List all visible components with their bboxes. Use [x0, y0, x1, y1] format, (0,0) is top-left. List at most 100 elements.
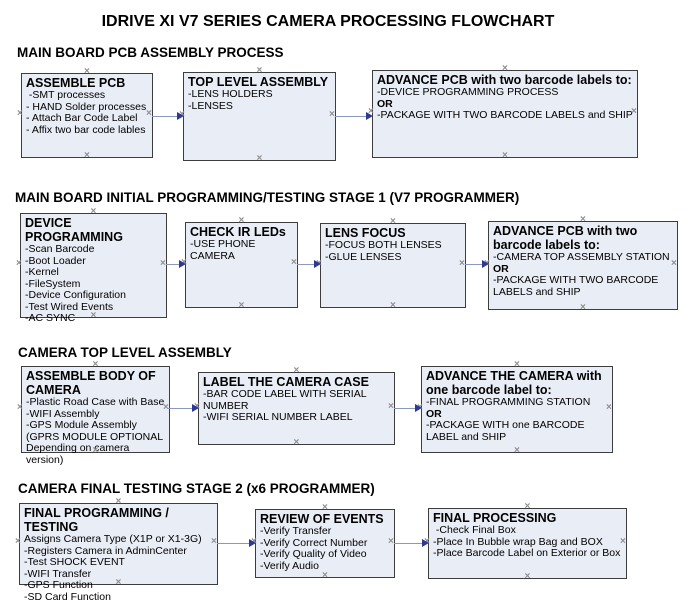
flow-box-item: -FileSystem [25, 277, 81, 290]
arrow-head-icon [249, 539, 256, 547]
connection-point-icon [322, 571, 329, 581]
flow-box-item: OR [426, 407, 442, 420]
arrow-head-icon [314, 260, 321, 268]
connection-point-icon [84, 151, 91, 161]
connection-point-icon [294, 366, 301, 376]
flow-box-top-level-assembly: TOP LEVEL ASSEMBLY -LENS HOLDERS -LENSES [179, 66, 336, 164]
connector-arrow [167, 404, 199, 413]
flow-box-item: -Test SHOCK EVENT [24, 556, 125, 568]
arrow-head-icon [179, 260, 186, 268]
connection-point-icon [514, 446, 521, 456]
flow-box-item: - HAND Solder processes [26, 100, 147, 113]
arrow-line [152, 115, 179, 117]
flow-box-item: -Verify Correct Number [260, 536, 368, 549]
connection-point-icon [17, 109, 24, 119]
connector-arrow [297, 260, 321, 269]
flow-box-item: - Attach Bar Code Label [26, 112, 138, 124]
connector-arrow [465, 260, 489, 269]
flow-box-item: -SD Card Function [24, 590, 111, 603]
flow-box-title: TOP LEVEL ASSEMBLY [188, 75, 329, 89]
flow-box-item: -LENS HOLDERS [188, 88, 273, 100]
flow-box-item: -WIFI SERIAL NUMBER LABEL [203, 411, 353, 423]
flow-box-advance-camera-one-label: ADVANCE THE CAMERA with one barcode labe… [417, 360, 613, 456]
connector-arrow [152, 112, 184, 121]
arrow-line [335, 115, 368, 117]
flow-box-title: FINAL PROGRAMMING / TESTING [24, 506, 173, 534]
flow-box-final-processing: FINAL PROCESSING -Check Final Box -Place… [424, 502, 627, 582]
flow-box-check-ir-leds: CHECK IR LEDs -USE PHONE CAMERA [181, 216, 298, 311]
flow-box-item: (GPRS MODULE OPTIONAL [26, 430, 164, 443]
flow-box-title: ADVANCE THE CAMERA with one barcode labe… [426, 369, 606, 397]
flow-box-item: -Verify Transfer [260, 525, 332, 537]
flow-box-item: -LENSES [188, 99, 233, 112]
arrow-head-icon [482, 260, 489, 268]
flow-box-item: OR [493, 262, 509, 275]
flow-box-label-camera-case: LABEL THE CAMERA CASE -BAR CODE LABEL WI… [194, 366, 395, 448]
connection-point-icon [257, 154, 264, 164]
flow-box-item: -GPS Module Assembly [26, 419, 137, 431]
flow-box-item: -Check Final Box [433, 524, 516, 536]
flow-box-item: -AC SYNC [25, 312, 76, 324]
connection-point-icon [239, 216, 246, 226]
arrow-head-icon [422, 539, 429, 547]
section-heading-programming-stage1: MAIN BOARD INITIAL PROGRAMMING/TESTING S… [15, 190, 520, 205]
flow-box-title: ASSEMBLE BODY OF CAMERA [26, 369, 160, 397]
connection-point-icon [580, 215, 587, 225]
flow-box-item: -Boot Loader [25, 254, 86, 267]
arrow-head-icon [177, 112, 184, 120]
flow-box-title: LENS FOCUS [325, 226, 406, 240]
flow-box-item: -FINAL PROGRAMMING STATION [426, 396, 591, 408]
flow-box-lens-focus: LENS FOCUS -FOCUS BOTH LENSES -GLUE LENS… [316, 217, 466, 311]
flow-box-item: -Test Wired Events [25, 300, 114, 313]
flow-box-item: -PACKAGE WITH one BARCODE LABEL and SHIP [426, 419, 588, 443]
flow-box-item: -Kernel [25, 266, 59, 278]
section-heading-final-testing-stage2: CAMERA FINAL TESTING STAGE 2 (x6 PROGRAM… [18, 481, 375, 496]
connection-point-icon [17, 403, 24, 413]
arrow-head-icon [192, 404, 199, 412]
flow-box-item: Depending on camera version) [26, 442, 133, 466]
arrow-line [217, 542, 251, 544]
page-title: IDRIVE XI V7 SERIES CAMERA PROCESSING FL… [101, 13, 555, 30]
flow-box-item: -CAMERA TOP ASSEMBLY STATION [493, 251, 670, 263]
arrow-line [167, 407, 194, 409]
flow-box-item: -Verify Audio [260, 559, 319, 572]
connection-point-icon [502, 151, 509, 161]
flow-box-item: -PACKAGE WITH TWO BARCODE LABELS and SHI… [377, 109, 633, 121]
flow-box-item: -WIFI Transfer [24, 567, 92, 580]
flow-box-advance-pcb-two-labels: ADVANCE PCB with two barcode labels to: … [368, 64, 638, 161]
flow-box-item: -Scan Barcode [25, 243, 95, 255]
flow-box-item: -Place In Bubble wrap Bag and BOX [433, 535, 603, 548]
flow-box-item: -Device Configuration [25, 289, 126, 301]
flow-box-title: REVIEW OF EVENTS [260, 512, 384, 526]
flow-box-item: -WIFI Assembly [26, 407, 100, 420]
connector-arrow [217, 539, 256, 548]
connection-point-icon [239, 301, 246, 311]
flow-box-item: -PACKAGE WITH TWO BARCODE LABELS and SHI… [493, 274, 662, 298]
flow-box-item: -GPS Function [24, 579, 93, 591]
flow-box-item: - Affix two bar code lables [26, 123, 146, 136]
arrow-line [166, 263, 181, 265]
flow-box-item: -GLUE LENSES [325, 250, 402, 263]
connection-point-icon [15, 537, 22, 547]
flow-box-title: ADVANCE PCB with two barcode labels to: [377, 73, 632, 87]
flow-box-title: ADVANCE PCB with two barcode labels to: [493, 224, 641, 252]
flow-box-final-programming-testing: FINAL PROGRAMMING / TESTING Assigns Came… [15, 497, 218, 602]
connection-point-icon [93, 360, 100, 370]
flow-box-review-of-events: REVIEW OF EVENTS -Verify Transfer -Verif… [251, 503, 395, 581]
flow-box-assemble-body: ASSEMBLE BODY OF CAMERA -Plastic Road Ca… [17, 360, 170, 465]
connection-point-icon [91, 207, 98, 217]
flow-box-item: -SMT processes [26, 89, 106, 101]
flow-box-title: DEVICE PROGRAMMING [25, 216, 123, 244]
connection-point-icon [525, 502, 532, 512]
section-heading-camera-top-assembly: CAMERA TOP LEVEL ASSEMBLY [18, 345, 232, 360]
connection-point-icon [514, 360, 521, 370]
connector-arrow [166, 260, 186, 269]
connection-point-icon [116, 497, 123, 507]
connection-point-icon [390, 301, 397, 311]
flow-box-advance-pcb-stage1: ADVANCE PCB with two barcode labels to: … [484, 215, 678, 313]
flow-box-title: CHECK IR LEDs [190, 225, 286, 239]
connection-point-icon [322, 503, 329, 513]
flow-box-item: -Place Barcode Label on Exterior or Box [433, 547, 621, 559]
connector-arrow [335, 112, 373, 121]
flow-box-item: -Registers Camera in AdminCenter [24, 544, 187, 557]
